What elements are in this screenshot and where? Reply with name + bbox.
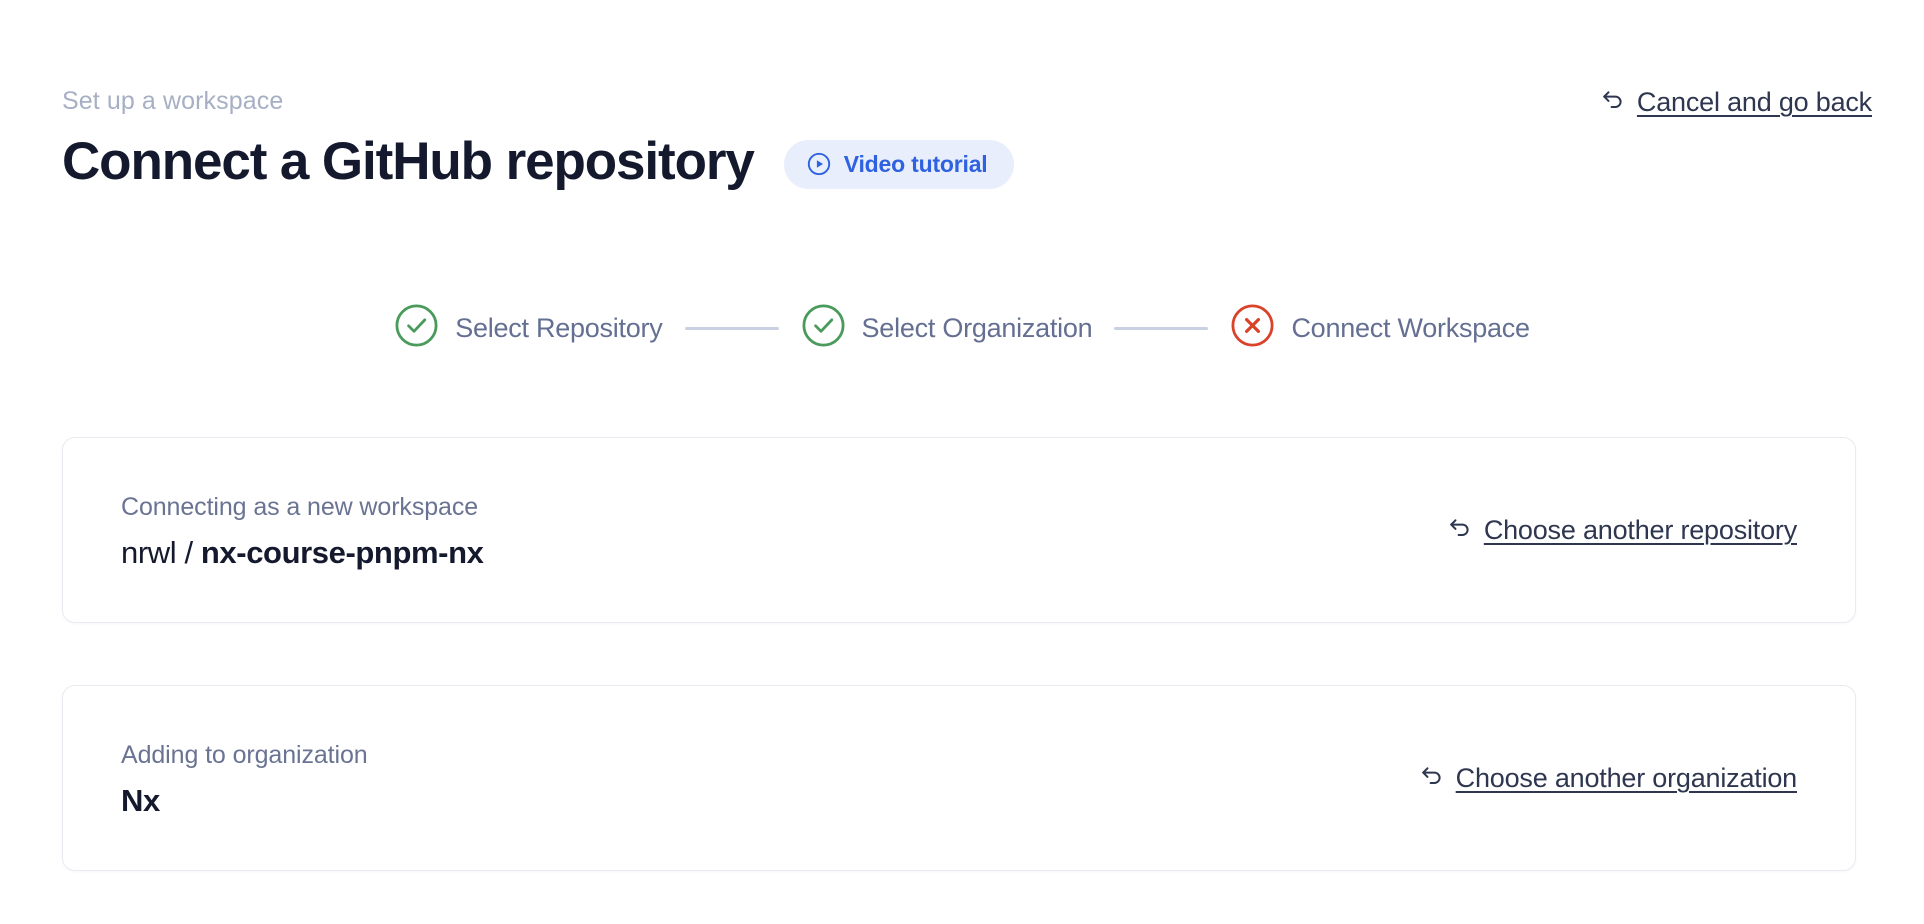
choose-another-organization-link[interactable]: Choose another organization <box>1418 762 1797 794</box>
play-circle-icon <box>806 151 832 177</box>
organization-info: Adding to organization Nx <box>121 738 368 819</box>
step-select-repository[interactable]: Select Repository <box>394 303 663 353</box>
step-label-select-organization: Select Organization <box>861 313 1093 343</box>
choose-another-repository-label: Choose another repository <box>1483 515 1797 545</box>
repository-card-value: nrwl / nx-course-pnpm-nx <box>121 534 484 571</box>
step-connector-2 <box>1114 326 1209 330</box>
check-circle-icon <box>394 303 439 353</box>
undo-arrow-icon <box>1446 514 1473 546</box>
page-title: Connect a GitHub repository <box>62 132 755 191</box>
progress-stepper: Select Repository Select Organization Co… <box>0 303 1924 353</box>
undo-arrow-icon <box>1418 762 1445 794</box>
repository-owner: nrwl / <box>121 534 201 570</box>
cancel-and-go-back-label: Cancel and go back <box>1636 87 1872 117</box>
page-header: Set up a workspace Connect a GitHub repo… <box>62 86 1872 206</box>
choose-another-repository-link[interactable]: Choose another repository <box>1446 514 1797 546</box>
check-circle-icon <box>801 303 846 353</box>
organization-card: Adding to organization Nx Choose another… <box>62 685 1856 871</box>
repository-name: nx-course-pnpm-nx <box>200 534 484 570</box>
step-connect-workspace[interactable]: Connect Workspace <box>1230 303 1530 353</box>
cancel-and-go-back-link[interactable]: Cancel and go back <box>1599 86 1872 118</box>
breadcrumb-eyebrow: Set up a workspace <box>62 87 284 115</box>
organization-card-label: Adding to organization <box>121 740 368 769</box>
step-label-connect-workspace: Connect Workspace <box>1291 313 1530 343</box>
step-label-select-repository: Select Repository <box>455 313 663 343</box>
organization-card-value: Nx <box>121 782 160 818</box>
undo-arrow-icon <box>1599 86 1626 118</box>
video-tutorial-button[interactable]: Video tutorial <box>783 139 1014 189</box>
title-row: Connect a GitHub repository Video tutori… <box>62 131 1872 193</box>
step-select-organization[interactable]: Select Organization <box>801 303 1093 353</box>
repository-card: Connecting as a new workspace nrwl / nx-… <box>62 437 1856 623</box>
step-connector-1 <box>684 326 779 330</box>
repository-card-label: Connecting as a new workspace <box>121 492 479 521</box>
repository-info: Connecting as a new workspace nrwl / nx-… <box>121 490 484 571</box>
x-circle-icon <box>1230 303 1275 353</box>
video-tutorial-label: Video tutorial <box>843 150 988 177</box>
choose-another-organization-label: Choose another organization <box>1455 763 1798 793</box>
